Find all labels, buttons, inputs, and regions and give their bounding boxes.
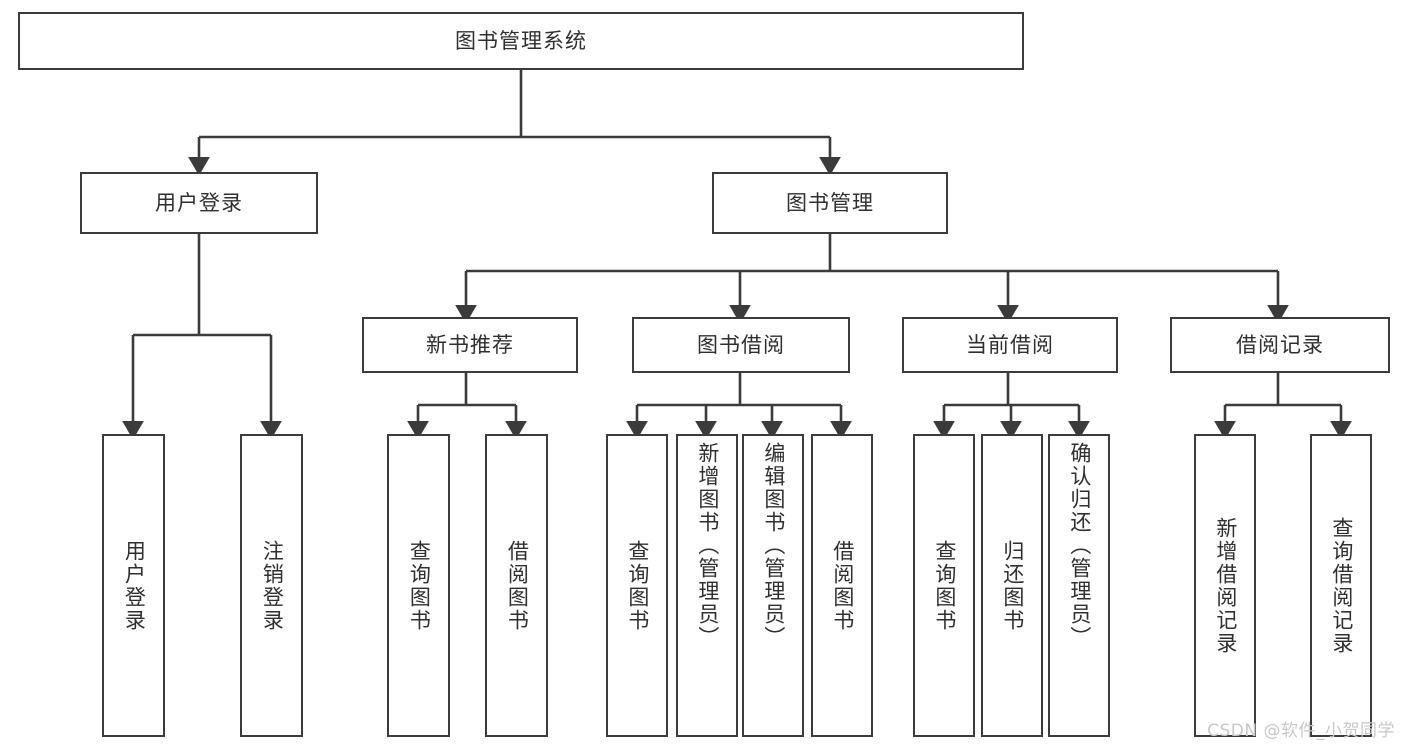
leaf-confirm-return-label: 确认归还（管理员）	[1067, 442, 1092, 649]
node-borrow-record[interactable]: 借阅记录	[1170, 317, 1390, 373]
leaf-borrow-book-2-label: 借阅图书	[830, 539, 855, 632]
leaf-query-book-3[interactable]: 查询图书	[913, 434, 975, 737]
leaf-query-book-1-label: 查询图书	[407, 539, 432, 632]
leaf-user-login-label: 用户登录	[122, 539, 147, 632]
leaf-borrow-book-1-label: 借阅图书	[505, 539, 530, 632]
leaf-query-book-3-label: 查询图书	[932, 539, 957, 632]
leaf-edit-book[interactable]: 编辑图书（管理员）	[742, 434, 804, 737]
leaf-logout-login[interactable]: 注销登录	[240, 434, 303, 737]
node-current-borrow-label: 当前借阅	[966, 332, 1054, 357]
node-user-login-label: 用户登录	[155, 190, 243, 215]
leaf-query-record[interactable]: 查询借阅记录	[1310, 434, 1372, 737]
leaf-borrow-book-2[interactable]: 借阅图书	[811, 434, 873, 737]
node-root[interactable]: 图书管理系统	[18, 12, 1024, 70]
node-book-manage[interactable]: 图书管理	[712, 172, 948, 234]
node-borrow-record-label: 借阅记录	[1236, 332, 1324, 357]
leaf-query-book-2-label: 查询图书	[625, 539, 650, 632]
node-new-book-recommend-label: 新书推荐	[426, 332, 514, 357]
leaf-query-book-2[interactable]: 查询图书	[606, 434, 668, 737]
leaf-logout-login-label: 注销登录	[260, 539, 285, 632]
leaf-return-book[interactable]: 归还图书	[981, 434, 1043, 737]
watermark: CSDN @软件_小贺同学	[1207, 721, 1395, 741]
leaf-query-book-1[interactable]: 查询图书	[387, 434, 450, 737]
node-new-book-recommend[interactable]: 新书推荐	[362, 317, 578, 373]
leaf-add-book[interactable]: 新增图书（管理员）	[676, 434, 738, 737]
leaf-add-book-label: 新增图书（管理员）	[695, 442, 720, 649]
node-book-borrow-label: 图书借阅	[697, 332, 785, 357]
leaf-borrow-book-1[interactable]: 借阅图书	[485, 434, 548, 737]
leaf-edit-book-label: 编辑图书（管理员）	[761, 442, 786, 649]
leaf-add-record[interactable]: 新增借阅记录	[1194, 434, 1256, 737]
leaf-query-record-label: 查询借阅记录	[1329, 516, 1354, 655]
node-user-login[interactable]: 用户登录	[80, 172, 318, 234]
leaf-confirm-return[interactable]: 确认归还（管理员）	[1048, 434, 1110, 737]
node-book-borrow[interactable]: 图书借阅	[632, 317, 850, 373]
leaf-add-record-label: 新增借阅记录	[1213, 516, 1238, 655]
leaf-user-login[interactable]: 用户登录	[102, 434, 165, 737]
node-root-label: 图书管理系统	[455, 28, 587, 53]
node-book-manage-label: 图书管理	[786, 190, 874, 215]
leaf-return-book-label: 归还图书	[1000, 539, 1025, 632]
node-current-borrow[interactable]: 当前借阅	[902, 317, 1118, 373]
